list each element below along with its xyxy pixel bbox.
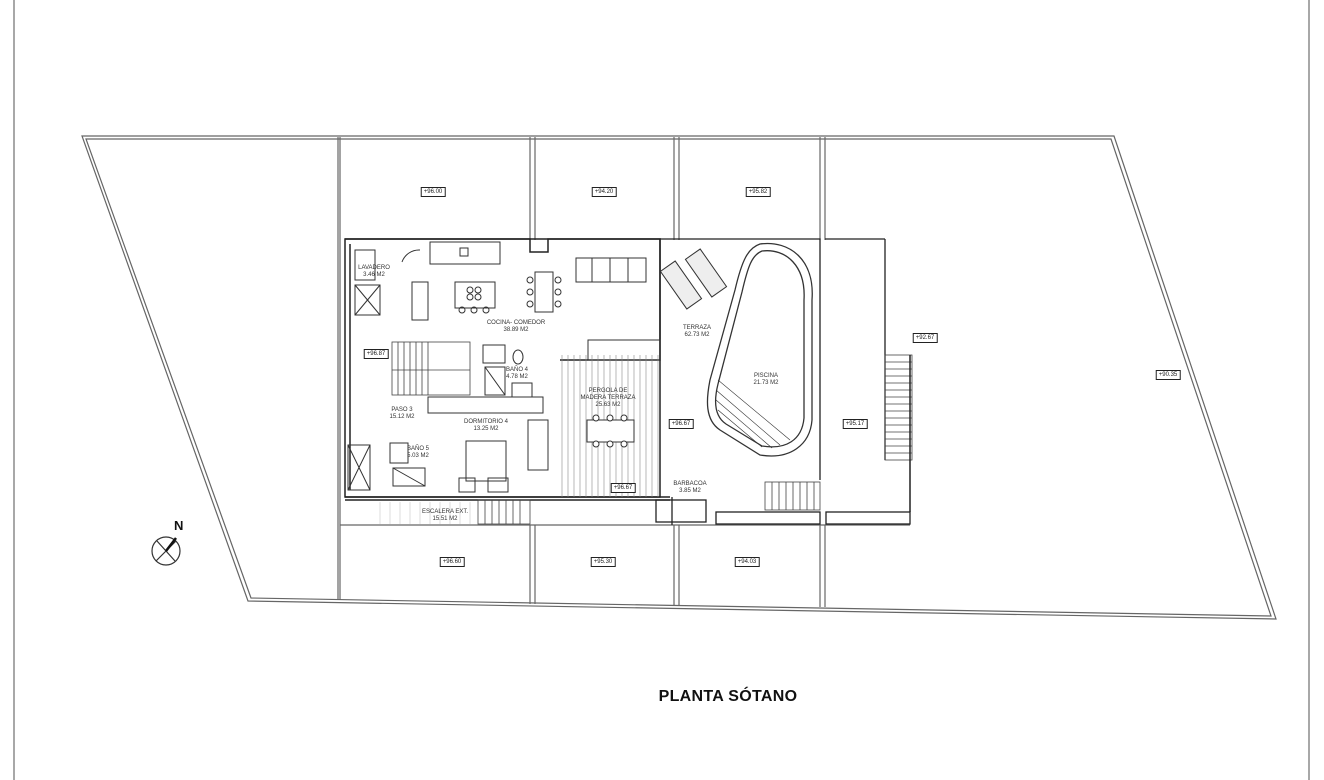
bedroom-4-fixtures xyxy=(347,396,549,493)
sun-loungers xyxy=(659,248,728,310)
room-name: TERRAZA xyxy=(682,325,712,331)
room-name: COCINA- COMEDOR xyxy=(486,320,546,326)
pergola-table xyxy=(586,414,635,448)
room-name: LAVADERO xyxy=(358,265,390,271)
room-area: 38.89 M2 xyxy=(503,327,529,333)
level-marker: +92.67 xyxy=(912,333,938,343)
north-arrow-icon xyxy=(151,536,181,566)
room-name: PISCINA xyxy=(753,373,778,379)
room-name: PASO 3 xyxy=(391,407,413,413)
level-marker: +94.03 xyxy=(734,557,760,567)
room-area: 5.03 M2 xyxy=(407,453,429,459)
plot-divisions xyxy=(337,137,910,607)
interior-stairs xyxy=(391,341,471,396)
level-marker: +94.20 xyxy=(591,187,617,197)
north-label: N xyxy=(174,518,184,533)
room-area: 15.51 M2 xyxy=(432,516,458,522)
level-marker: +95.30 xyxy=(590,557,616,567)
room-name: BAÑO 5 xyxy=(406,446,430,452)
escalera-ext-slats xyxy=(379,502,471,524)
room-area: 15.12 M2 xyxy=(389,414,415,420)
room-name: BARBACOA xyxy=(673,481,707,487)
drawing-title: PLANTA SÓTANO xyxy=(658,688,798,705)
level-marker: +90.35 xyxy=(1155,370,1181,380)
room-name: MADERA TERRAZA xyxy=(580,395,636,401)
room-area: 4.78 M2 xyxy=(506,374,528,380)
room-area: 3.85 M2 xyxy=(679,488,701,494)
room-name: PERGOLA DE xyxy=(588,388,628,394)
level-marker: +96.60 xyxy=(439,557,465,567)
room-name: ESCALERA EXT. xyxy=(421,509,469,515)
exterior-stairs xyxy=(477,354,913,525)
bathroom-4-fixtures xyxy=(482,344,533,398)
room-area: 25.63 M2 xyxy=(595,402,621,408)
terrace-area xyxy=(655,238,911,525)
room-name: DORMITORIO 4 xyxy=(464,419,508,425)
room-area: 62.73 M2 xyxy=(684,332,710,338)
site-outline xyxy=(81,135,1277,620)
room-label-escalera-ext: ESCALERA EXT.15.51 M2 xyxy=(422,509,468,523)
kitchen-fixtures xyxy=(354,241,661,361)
level-marker: +95.17 xyxy=(842,419,868,429)
room-area: 13.25 M2 xyxy=(473,426,499,432)
level-marker: +96.67 xyxy=(610,483,636,493)
room-area: 21.73 M2 xyxy=(753,380,779,386)
room-area: 3.46 M2 xyxy=(363,272,385,278)
level-marker: +96.00 xyxy=(420,187,446,197)
level-marker: +96.87 xyxy=(363,349,389,359)
level-marker: +95.82 xyxy=(745,187,771,197)
room-name: BAÑO 4 xyxy=(505,367,529,373)
pool xyxy=(706,242,813,457)
level-marker: +96.67 xyxy=(668,419,694,429)
